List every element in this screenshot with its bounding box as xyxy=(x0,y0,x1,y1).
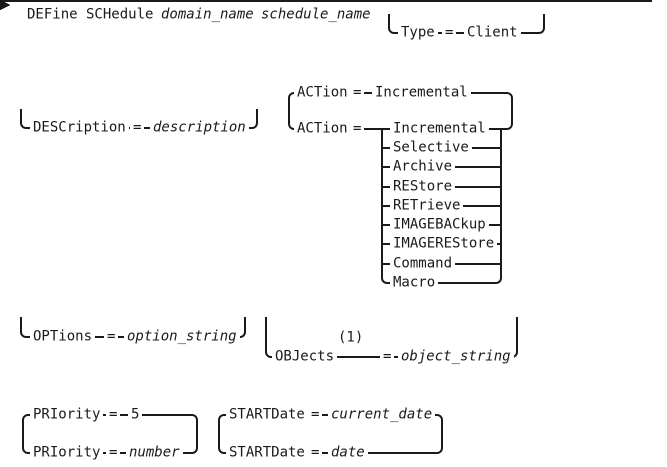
option-retrieve: RETrieve xyxy=(390,197,464,214)
keyword-description: DESCription xyxy=(30,119,129,136)
row3-main-rail xyxy=(0,0,642,2)
variable-object-string: object_string xyxy=(398,348,514,365)
equals-sign: = xyxy=(308,444,323,461)
keyword-action-default: ACTion xyxy=(294,84,351,101)
equals-sign: = xyxy=(442,24,457,41)
option-incremental: Incremental xyxy=(390,120,489,137)
variable-date: date xyxy=(328,444,368,461)
keyword-priority-default: PRIority xyxy=(30,406,104,423)
keyword-objects: OBJects xyxy=(272,348,338,365)
equals-sign: = xyxy=(106,444,121,461)
equals-sign: = xyxy=(350,120,365,137)
variable-schedule-name: schedule_name xyxy=(258,6,374,23)
variable-current-date: current_date xyxy=(328,406,436,423)
row4-continue-arrow-icon xyxy=(0,0,10,10)
keyword-client: Client xyxy=(464,24,521,41)
equals-sign: = xyxy=(308,406,323,423)
equals-sign: = xyxy=(130,119,145,136)
keyword-define-schedule: DEFine SCHedule xyxy=(24,6,157,23)
keyword-type: Type xyxy=(398,24,438,41)
option-imagerestore: IMAGEREStore xyxy=(390,235,498,252)
equals-sign: = xyxy=(106,406,121,423)
keyword-action-default-value: Incremental xyxy=(372,84,471,101)
keyword-priority-alt: PRIority xyxy=(30,444,104,461)
equals-sign: = xyxy=(350,84,365,101)
option-macro: Macro xyxy=(390,274,439,291)
option-imagebackup: IMAGEBACkup xyxy=(390,216,489,233)
keyword-options: OPTions xyxy=(30,328,96,345)
row4-main-rail xyxy=(196,0,222,2)
priority-default-value: 5 xyxy=(128,406,143,423)
variable-option-string: option_string xyxy=(124,328,240,345)
option-command: Command xyxy=(390,255,456,272)
keyword-action-alt: ACTion xyxy=(294,120,351,137)
footnote-reference: (1) xyxy=(338,329,364,346)
variable-description: description xyxy=(150,119,249,136)
variable-domain-name: domain_name xyxy=(158,6,257,23)
variable-number: number xyxy=(126,444,183,461)
keyword-startdate-alt: STARTDate xyxy=(226,444,308,461)
equals-sign: = xyxy=(104,328,119,345)
keyword-startdate-default: STARTDate xyxy=(226,406,308,423)
option-selective: Selective xyxy=(390,139,472,156)
equals-sign: = xyxy=(380,348,395,365)
option-archive: Archive xyxy=(390,158,456,175)
option-restore: REStore xyxy=(390,178,456,195)
row4-main-rail xyxy=(441,0,652,2)
